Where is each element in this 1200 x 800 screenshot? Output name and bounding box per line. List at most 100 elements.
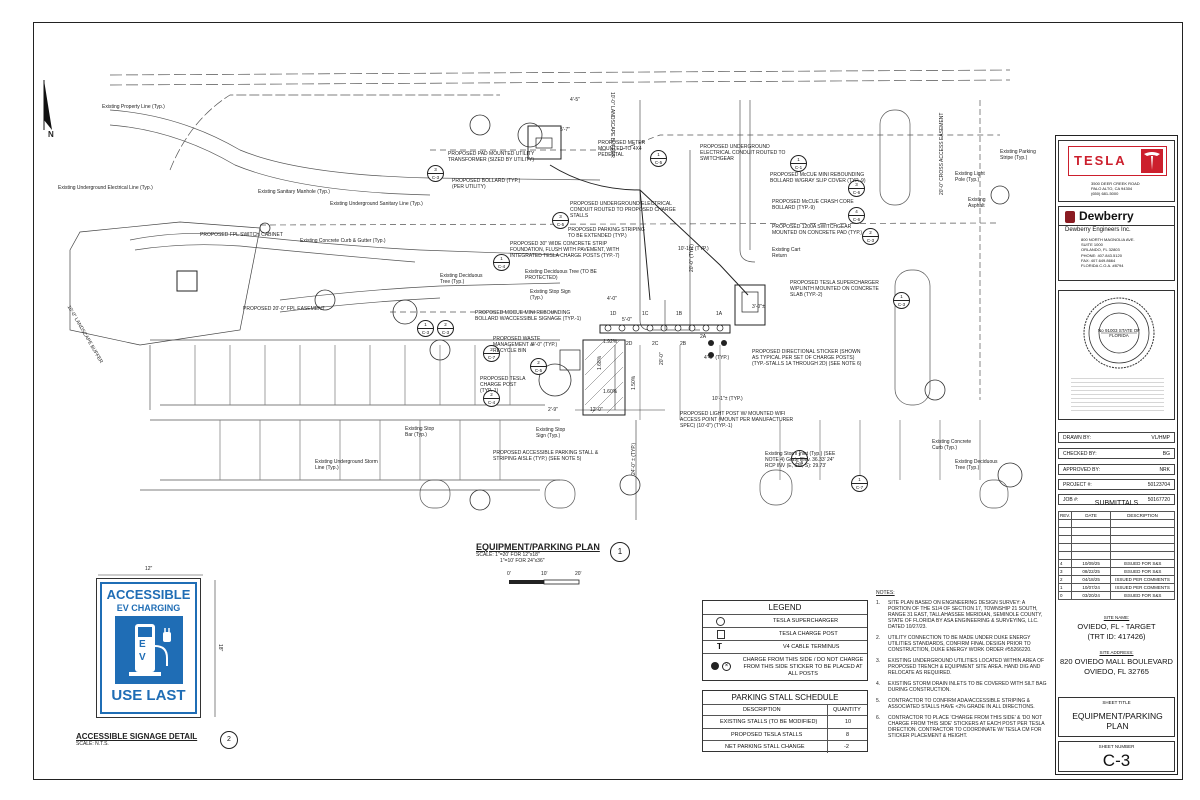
label-ug-conduit-stalls: PROPOSED UNDERGROUND ELECTRICAL CONDUIT …	[570, 201, 676, 219]
tesla-wordmark: TESLA	[1074, 153, 1127, 168]
dimension: 5'-7"	[560, 127, 570, 133]
title-block	[1055, 135, 1178, 775]
label-stop-sign: Existing Stop Sign (Typ.)	[530, 289, 571, 301]
schedule-qty: 10	[845, 719, 852, 725]
dimension: 1.68%	[597, 355, 603, 370]
note-item: 3.EXISTING UNDERGROUND UTILITIES LOCATED…	[876, 658, 1045, 676]
schedule-header: DESCRIPTION	[743, 707, 781, 713]
label-fpl-switch: PROPOSED FPL SWITCH CABINET	[200, 232, 283, 238]
tesla-logo: TESLA	[1068, 146, 1167, 176]
graphic-scale-bar	[509, 579, 580, 585]
legend-row: T V4 CABLE TERMINUS	[703, 640, 867, 653]
dimension: 4'-0" (TYP.)	[532, 342, 558, 348]
label-mccue-crash: PROPOSED McCUE CRASH CORE BOLLARD (TYP.-…	[772, 199, 854, 211]
label-deciduous-protected: Existing Deciduous Tree (TO BE PROTECTED…	[525, 269, 597, 281]
label-cross-access: 20'-0" CROSS ACCESS EASEMENT	[939, 112, 945, 195]
callout-sheet: C-4	[487, 400, 496, 405]
callout-number: 3	[553, 213, 568, 221]
callout-number: 1	[792, 451, 807, 459]
sheet-title: EQUIPMENT/PARKING PLAN	[1072, 711, 1163, 731]
dimension: 12'-0"	[590, 407, 603, 413]
dimension: 1.92%	[603, 339, 618, 345]
note-item: 5.CONTRACTOR TO CONFIRM ADA/ACCESSIBLE S…	[876, 698, 1035, 710]
sign-detail-number: 2	[220, 731, 238, 749]
label-curb-gutter: Existing Concrete Curb & Gutter (Typ.)	[300, 238, 386, 244]
label-switchgear: PROPOSED 1200A SWITCHGEAR MOUNTED ON CON…	[772, 224, 863, 236]
dimension: 24'-0" ± (TYP.)	[631, 442, 637, 475]
approved-by-row: APPROVED BY:NRK	[1058, 464, 1175, 475]
tesla-address: 3500 DEER CREEK ROAD PALO ALTO, CA 94304…	[1091, 181, 1140, 196]
sign-line-ev-charging: EV CHARGING	[116, 603, 181, 613]
label-meter: PROPOSED METER MOUNTED TO 4X4 PEDESTAL	[598, 140, 646, 158]
schedule-desc: PROPOSED TESLA STALLS	[731, 732, 803, 738]
sheet-number-block: SHEET NUMBER C-3	[1058, 741, 1175, 772]
sign-line-accessible: ACCESSIBLE	[106, 587, 191, 602]
callout-sheet: C-1	[794, 165, 803, 170]
callout-number: 3	[849, 181, 864, 189]
accessible-ev-sign: ACCESSIBLE EV CHARGING E V USE LAST	[96, 578, 201, 718]
submittals-header-row: REV. DATE DESCRIPTION	[1057, 511, 1175, 520]
sheet-number: C-3	[1102, 751, 1131, 770]
label-ug-sanitary: Existing Underground Sanitary Line (Typ.…	[330, 201, 423, 207]
dewberry-wordmark: Dewberry	[1079, 209, 1134, 223]
cable-terminus-icon: T	[717, 642, 722, 651]
callout-number: 1	[494, 255, 509, 263]
callout-number: 2	[484, 346, 499, 354]
stall-label: 1C	[642, 311, 649, 317]
sheet-number-label: SHEET NUMBER	[1098, 744, 1135, 749]
drawing-scale-1: SCALE: 1"=20' FOR 12"x18"	[476, 552, 540, 558]
drawn-by-row: DRAWN BY:VL/HMP	[1058, 432, 1175, 443]
site-address-label: SITE ADDRESS:	[1099, 650, 1134, 655]
sign-detail-title: ACCESSIBLE SIGNAGE DETAIL	[76, 732, 198, 741]
callout-sheet: C-5	[534, 368, 543, 373]
callout-sheet: C-3	[441, 330, 450, 335]
project-row: PROJECT #:50123704	[1058, 479, 1175, 490]
drawing-title-number: 1	[610, 542, 630, 562]
callout-sheet: C-3	[421, 330, 430, 335]
label-concrete-curb: Existing Concrete Curb (Typ.)	[932, 439, 972, 451]
callout-number: 2	[484, 391, 499, 399]
legend-text: TESLA SUPERCHARGER	[773, 618, 839, 624]
label-waste: PROPOSED WASTE MANAGEMENT & RECYCLE BIN	[493, 336, 541, 354]
schedule-header: QUANTITY	[833, 707, 861, 713]
site-name: OVIEDO, FL - TARGET	[1077, 622, 1156, 631]
scale-tick: 20'	[575, 571, 582, 577]
schedule-desc: NET PARKING STALL CHANGE	[725, 744, 805, 750]
callout-number: 1	[418, 321, 433, 329]
drawing-scale-2: 1"=10' FOR 24"x36"	[500, 558, 545, 564]
callout-sheet: C-3	[431, 175, 440, 180]
dimension: 20'-0"	[659, 352, 665, 365]
sign-detail-scale: SCALE: N.T.S.	[76, 741, 109, 747]
schedule-title: PARKING STALL SCHEDULE	[731, 693, 839, 702]
sign-width-dim: 12"	[145, 566, 153, 572]
label-ug-storm: Existing Underground Storm Line (Typ.)	[315, 459, 378, 471]
stall-label: 2A	[700, 334, 707, 340]
label-deciduous-right: Existing Deciduous Tree (Typ.)	[955, 459, 998, 471]
stall-label: 2C	[652, 341, 659, 347]
engineer-seal-icon	[1083, 297, 1155, 369]
dimension: 4'-5"	[570, 97, 580, 103]
callout-number: 1	[651, 151, 666, 159]
callout-sheet: C-4	[497, 264, 506, 269]
check-icon	[711, 662, 719, 670]
sign-dimension-lines	[98, 574, 216, 717]
seal-signature-text	[1071, 375, 1164, 411]
dimension: 5'-0"	[622, 317, 632, 323]
schedule-row: EXISTING STALLS (TO BE MODIFIED) 10	[703, 715, 867, 728]
stall-label: 1A	[716, 311, 723, 317]
label-deciduous: Existing Deciduous Tree (Typ.)	[440, 273, 483, 285]
dimension: 2'-9"	[548, 407, 558, 413]
engineer-seal-block: No 91003 STATE OF FLORIDA	[1058, 290, 1175, 420]
scale-tick: 10'	[541, 571, 548, 577]
